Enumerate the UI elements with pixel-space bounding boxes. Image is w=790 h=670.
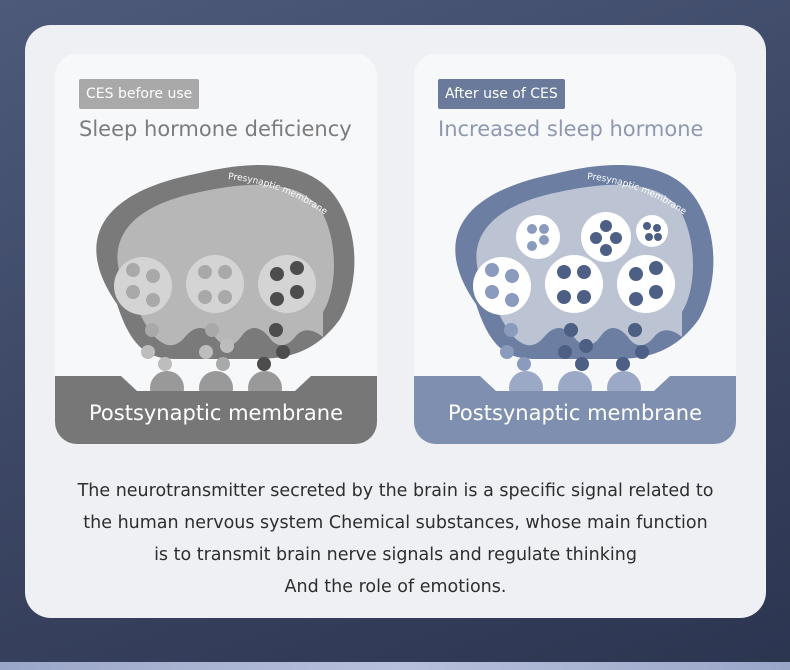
description-line: And the role of emotions.: [284, 577, 507, 597]
vesicle-molecule: [629, 267, 643, 281]
vesicle-molecule: [505, 269, 519, 283]
subtitle-before: Sleep hormone deficiency: [79, 117, 352, 141]
vesicle-molecule: [290, 261, 304, 275]
vesicle-molecule: [146, 269, 160, 283]
vesicle-molecule: [485, 285, 499, 299]
released-molecule: [158, 357, 172, 371]
released-molecule: [500, 345, 514, 359]
released-molecule: [504, 323, 518, 337]
panel-after-ces: Presynaptic membrane: [414, 54, 736, 444]
synapse-diagram-before: Presynaptic membrane: [55, 165, 377, 444]
vesicle-molecule: [649, 285, 663, 299]
vesicle-molecule: [654, 233, 662, 241]
vesicle-molecule: [146, 293, 160, 307]
released-molecule: [216, 357, 230, 371]
vesicle-molecule: [539, 224, 549, 234]
vesicle-molecule: [577, 290, 591, 304]
vesicle-molecule: [218, 265, 232, 279]
vesicle-molecule: [557, 290, 571, 304]
vesicle-molecule: [485, 263, 499, 277]
vesicle: [114, 257, 172, 315]
vesicle-molecule: [600, 244, 612, 256]
vesicle-molecule: [610, 232, 622, 244]
released-molecule: [145, 323, 159, 337]
vesicle: [516, 215, 560, 259]
vesicle-molecule: [527, 241, 537, 251]
released-molecule: [276, 345, 290, 359]
vesicle-molecule: [126, 263, 140, 277]
vesicle-molecule: [290, 285, 304, 299]
synapse-diagram-after: Presynaptic membrane: [414, 165, 736, 444]
vesicle-molecule: [270, 267, 284, 281]
vesicle-molecule: [629, 292, 643, 306]
released-molecule: [564, 323, 578, 337]
released-molecule: [579, 339, 593, 353]
vesicle: [581, 212, 631, 262]
vesicle: [473, 257, 531, 315]
bottom-accent-strip: [0, 662, 790, 670]
vesicle-molecule: [270, 292, 284, 306]
vesicle-molecule: [505, 293, 519, 307]
vesicle-molecule: [198, 290, 212, 304]
vesicle-molecule: [539, 235, 549, 245]
released-molecule: [628, 323, 642, 337]
tag-before-ces: CES before use: [79, 79, 200, 109]
released-molecule: [635, 345, 649, 359]
released-molecule: [199, 345, 213, 359]
vesicle: [186, 255, 244, 313]
vesicle-molecule: [527, 224, 537, 234]
vesicle: [617, 255, 675, 313]
vesicle: [545, 255, 603, 313]
postsynaptic-membrane-before: [55, 376, 377, 444]
postsynaptic-label-after: Postsynaptic membrane: [448, 401, 702, 425]
vesicle-molecule: [198, 265, 212, 279]
vesicle-molecule: [590, 232, 602, 244]
vesicle: [636, 215, 668, 247]
released-molecule: [205, 323, 219, 337]
vesicle-molecule: [645, 233, 653, 241]
description-line: the human nervous system Chemical substa…: [83, 513, 708, 533]
postsynaptic-membrane-after: [414, 376, 736, 444]
description-text: The neurotransmitter secreted by the bra…: [25, 475, 766, 603]
vesicle-molecule: [577, 265, 591, 279]
released-molecule: [141, 345, 155, 359]
vesicle: [258, 255, 316, 313]
vesicle-molecule: [126, 285, 140, 299]
postsynaptic-label-before: Postsynaptic membrane: [89, 401, 343, 425]
content-card: Presynaptic membrane: [25, 25, 766, 618]
panel-before-ces: Presynaptic membrane: [55, 54, 377, 444]
vesicle-molecule: [653, 224, 661, 232]
vesicle-molecule: [557, 265, 571, 279]
released-molecule: [269, 323, 283, 337]
subtitle-after: Increased sleep hormone: [438, 117, 704, 141]
description-line: is to transmit brain nerve signals and r…: [154, 545, 637, 565]
vesicle-molecule: [643, 222, 651, 230]
released-molecule: [616, 357, 630, 371]
tag-after-ces: After use of CES: [438, 79, 565, 109]
released-molecule: [257, 357, 271, 371]
released-molecule: [558, 345, 572, 359]
description-line: The neurotransmitter secreted by the bra…: [77, 481, 714, 501]
released-molecule: [220, 339, 234, 353]
vesicle-molecule: [218, 290, 232, 304]
released-molecule: [517, 357, 531, 371]
vesicle-molecule: [600, 220, 612, 232]
vesicle-molecule: [649, 261, 663, 275]
released-molecule: [575, 357, 589, 371]
